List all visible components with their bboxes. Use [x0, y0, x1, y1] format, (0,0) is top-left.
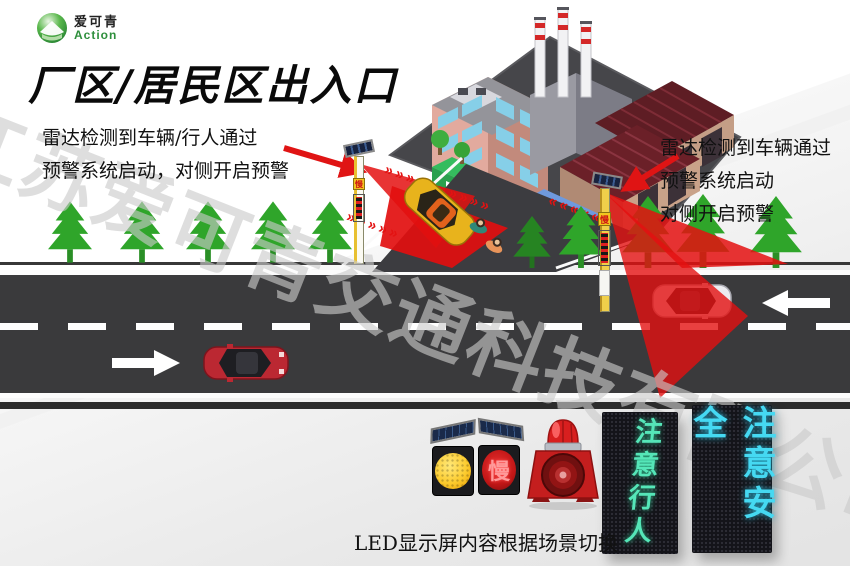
- tree: [120, 201, 164, 263]
- tree: [186, 201, 230, 263]
- logo-globe-icon: [37, 13, 67, 43]
- page-title: 厂区/居民区出入口: [28, 61, 398, 110]
- led-panel-text: 注意安全: [687, 405, 776, 525]
- brand-logo: 爱可青 Action: [36, 12, 119, 44]
- radar-pole-right: 慢: [590, 171, 626, 312]
- annotation-right: 雷达检测到车辆通过 预警系统启动 对侧开启预警: [660, 132, 831, 231]
- annotation-right-line2: 预警系统启动: [660, 170, 775, 192]
- yellow-flash-light: [432, 446, 474, 496]
- lane-divider-dashed-line: [0, 323, 850, 330]
- car-red-topview: [203, 344, 289, 387]
- pole-led-display: [598, 230, 611, 266]
- solar-warning-lights: 慢: [430, 417, 526, 498]
- logo-brand-text: 爱可青: [74, 13, 120, 29]
- tree: [513, 216, 551, 268]
- annotation-left: 雷达检测到车辆/行人通过 预警系统启动，对侧开启预警: [42, 122, 289, 188]
- tree: [48, 201, 92, 263]
- slow-sign: 慢: [353, 178, 365, 190]
- car-white-topview: [652, 283, 732, 324]
- slow-led-light: 慢: [478, 445, 520, 495]
- radar-pole-left: 慢: [342, 139, 380, 266]
- pole-white-sign: [599, 270, 610, 296]
- annotation-left-line1: 雷达检测到车辆/行人通过: [42, 127, 258, 149]
- solar-panel-icon: [477, 417, 525, 442]
- led-panel-pedestrian-warning: 注意行人: [602, 412, 678, 554]
- pole-led-display: [353, 194, 365, 222]
- alarm-beacon: [524, 414, 602, 515]
- annotation-right-line1: 雷达检测到车辆通过: [660, 137, 832, 159]
- tree: [251, 201, 295, 263]
- led-caption: LED显示屏内容根据场景切换: [354, 531, 618, 555]
- lane-arrow-right: [112, 350, 180, 376]
- logo-sub-text: Action: [74, 27, 118, 42]
- road-lower-curb: [0, 402, 850, 409]
- led-panel-safety-warning: 注意安全: [687, 405, 776, 553]
- slow-sign: 慢: [487, 459, 510, 484]
- slow-sign: 慢: [598, 212, 611, 226]
- solar-panel-icon: [430, 418, 476, 445]
- solar-panel-icon: [591, 171, 623, 190]
- lane-arrow-left: [762, 290, 830, 316]
- annotation-left-line2: 预警系统启动，对侧开启预警: [42, 160, 290, 182]
- annotation-right-line3: 对侧开启预警: [660, 203, 775, 225]
